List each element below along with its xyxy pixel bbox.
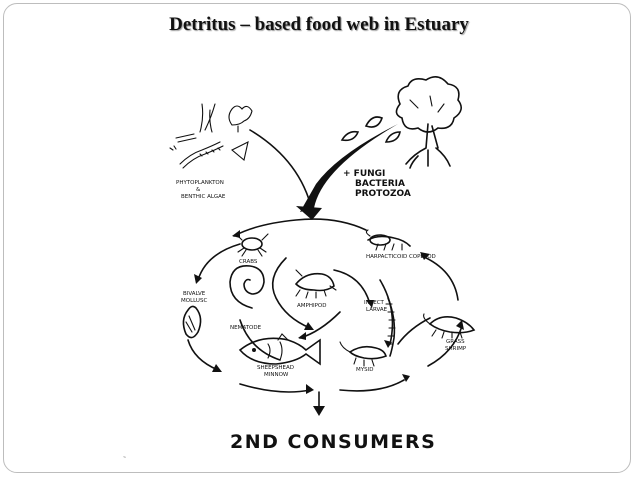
minnow-label-line1: SHEEPSHEAD [257, 365, 294, 371]
producers-label-line2: & [196, 187, 201, 193]
grass-shrimp-illustration: GRASS SHRIMP [423, 313, 476, 352]
footer-mark: ~ [123, 455, 126, 461]
bivalve-label-line2: MOLLUSC [181, 298, 207, 304]
producers-label: PHYTOPLANKTON & BENTHIC ALGAE [176, 180, 226, 200]
bivalve-illustration: BIVALVE MOLLUSC [181, 291, 207, 339]
mysid-illustration: MYSID [339, 341, 387, 373]
grass-shrimp-label-line2: SHRIMP [445, 346, 467, 352]
algae-illustration [169, 103, 253, 169]
minnow-illustration: SHEEPSHEAD MINNOW [238, 333, 321, 378]
consumers-label: 2ND CONSUMERS [230, 431, 436, 453]
decomposers-label-protozoa: PROTOZOA [355, 189, 411, 199]
decomposers-label-bacteria: BACTERIA [355, 179, 405, 189]
copepod-illustration: HARPACTICOID COPEPOD [365, 229, 436, 260]
slide-frame [3, 3, 631, 473]
crab-illustration: CRABS [235, 233, 269, 265]
decomposers-label: + FUNGI BACTERIA PROTOZOA [343, 169, 411, 199]
slide-title: Detritus – based food web in Estuary [169, 14, 469, 35]
bivalve-label-line1: BIVALVE [183, 291, 206, 297]
decomposers-label-fungi: + FUNGI [343, 169, 385, 179]
amphipod-illustration: AMPHIPOD [294, 269, 337, 309]
insect-larvae-illustration: INSECT LARVAE [364, 297, 396, 357]
cycle-arrows [187, 218, 464, 394]
down-arrow [313, 391, 325, 416]
converging-arrow [249, 124, 398, 220]
grass-shrimp-label-line1: GRASS [446, 339, 465, 345]
producers-label-line1: PHYTOPLANKTON [176, 180, 224, 186]
nematode-illustration: NEMATODE [229, 265, 265, 331]
insect-label-line1: INSECT [364, 300, 385, 306]
crabs-label: CRABS [239, 259, 258, 265]
nematode-label: NEMATODE [230, 325, 262, 331]
falling-leaves-illustration [340, 116, 401, 143]
copepod-label: HARPACTICOID COPEPOD [366, 254, 436, 260]
mangrove-tree-illustration [395, 76, 462, 169]
insect-label-line2: LARVAE [366, 307, 388, 313]
minnow-label-line2: MINNOW [264, 372, 289, 378]
producers-label-line3: BENTHIC ALGAE [181, 194, 226, 200]
mysid-label: MYSID [356, 367, 373, 373]
amphipod-label: AMPHIPOD [297, 303, 326, 309]
